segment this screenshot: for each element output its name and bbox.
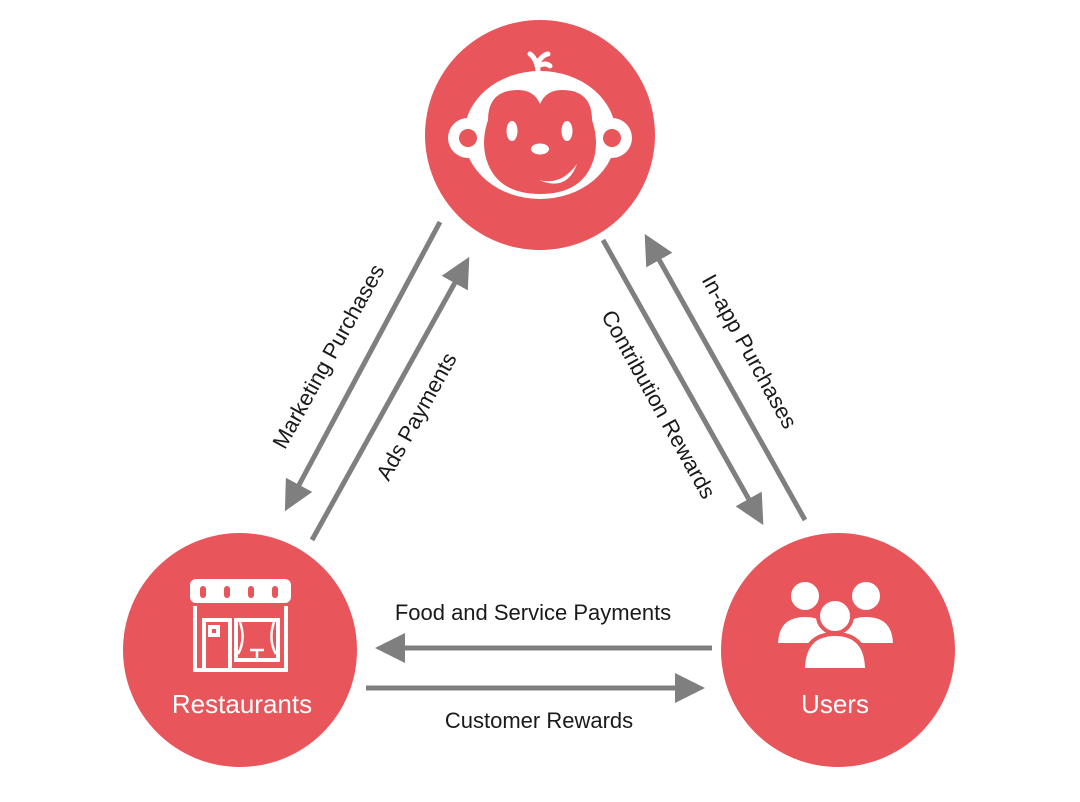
users-node: Users (721, 533, 955, 767)
arrow-marketing-purchases (284, 220, 443, 512)
label-marketing-purchases: Marketing Purchases (267, 260, 389, 453)
restaurants-label: Restaurants (172, 689, 312, 719)
label-customer-rewards: Customer Rewards (445, 708, 633, 733)
arrow-contribution-rewards (600, 238, 764, 526)
restaurants-node: Restaurants (123, 533, 357, 767)
arrow-ads-payments (309, 256, 470, 542)
center-node (425, 20, 655, 250)
users-label: Users (801, 689, 869, 719)
arrow-in-app-purchases (644, 233, 808, 522)
storefront-icon (190, 579, 291, 672)
label-food-service-payments: Food and Service Payments (395, 600, 671, 625)
users-group-icon (773, 578, 898, 672)
monkey-logo-icon (448, 51, 632, 199)
label-ads-payments: Ads Payments (371, 348, 462, 484)
